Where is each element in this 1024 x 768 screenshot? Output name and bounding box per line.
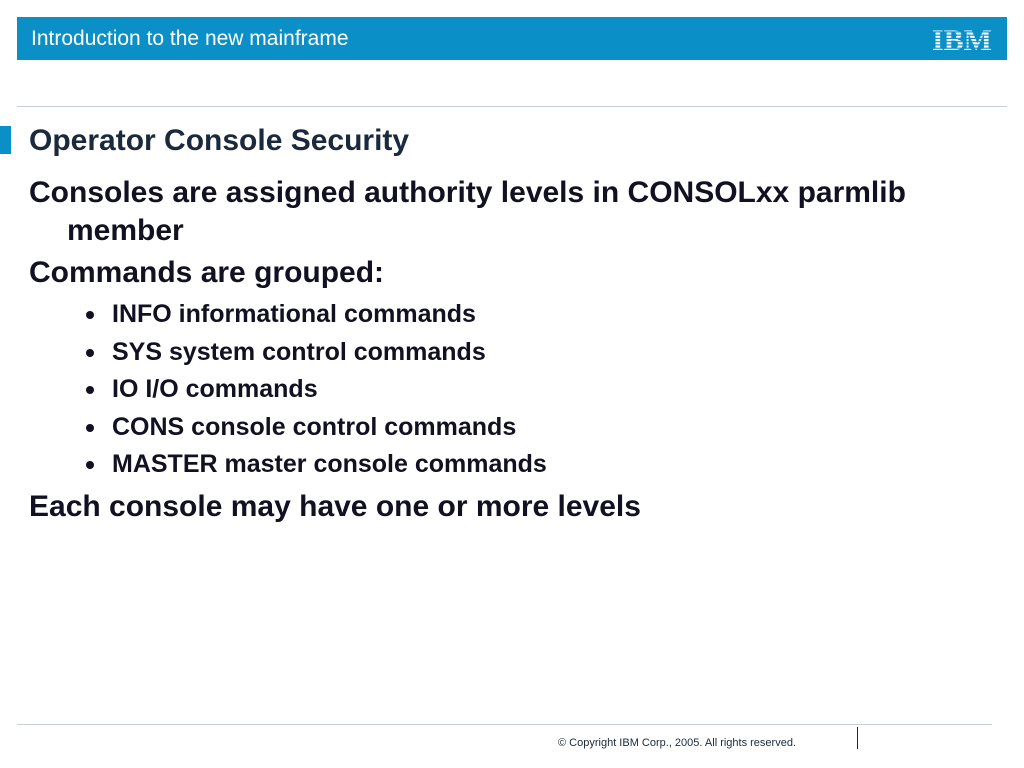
footer-divider [17,724,992,725]
bullet-dot-icon [86,423,94,432]
command-group-label: CONS console control commands [112,412,517,441]
bullet-dot-icon [86,311,94,319]
slide-title: Operator Console Security [29,124,410,157]
header-divider [17,106,1007,107]
title-accent-marker [0,126,11,154]
bullet-dot-icon [86,386,94,394]
command-group-label: MASTER master console commands [112,450,547,478]
bullet-authority-levels: Consoles are assigned authority levels i… [29,176,906,247]
header-bar: Introduction to the new mainframe IBM [17,17,1007,60]
svg-text:IBM: IBM [932,26,992,52]
list-item: INFO informational commands [29,296,989,334]
copyright-notice: © Copyright IBM Corp., 2005. All rights … [558,737,796,749]
bullet-dot-icon [86,461,94,469]
list-item: IO I/O commands [29,371,989,409]
list-item: CONS console control commands [29,409,989,447]
list-item: SYS system control commands [29,334,989,372]
course-title: Introduction to the new mainframe [31,27,349,50]
command-group-label: SYS system control commands [112,337,486,366]
bullet-dot-icon [86,348,94,357]
bullet-multiple-levels: Each console may have one or more levels [29,489,641,523]
ibm-logo: IBM [932,26,992,52]
footer-separator [857,727,858,749]
bullet-commands-grouped: Commands are grouped: [29,256,385,289]
command-group-list: INFO informational commands SYS system c… [29,296,989,484]
list-item: MASTER master console commands [29,446,989,484]
command-group-label: INFO informational commands [112,300,476,328]
slide-content: Consoles are assigned authority levels i… [29,174,989,530]
command-group-label: IO I/O commands [112,375,318,403]
